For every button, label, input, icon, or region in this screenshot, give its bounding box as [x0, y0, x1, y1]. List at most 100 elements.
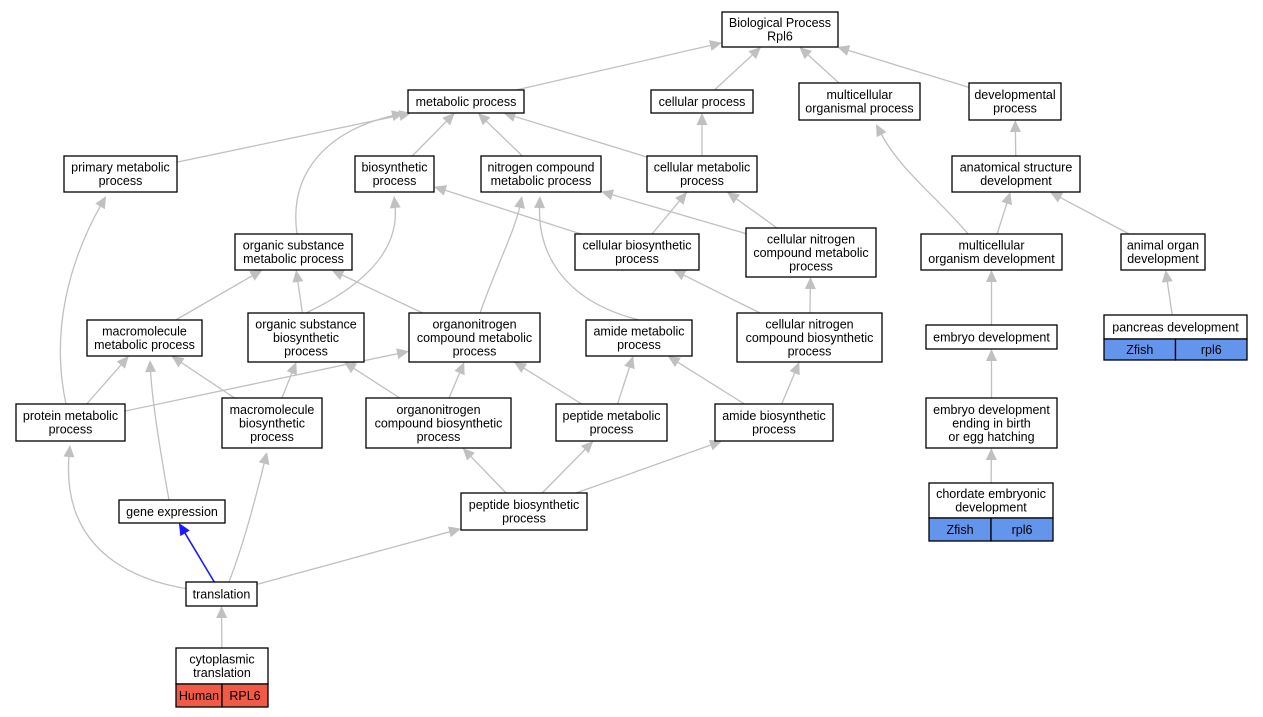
arrowhead [1001, 192, 1012, 206]
edge-peptidebio-to-peptidemeta [541, 441, 594, 494]
arrowhead [216, 606, 228, 619]
arrowhead [673, 270, 687, 281]
node-box [714, 403, 834, 442]
edge-cellnitrobio-to-cellbiosyn [673, 270, 761, 314]
edge-layer [59, 40, 1173, 649]
node-label: multicellular [959, 239, 1025, 253]
arrowhead [343, 362, 358, 374]
edge-line [175, 274, 254, 321]
arrowhead [709, 40, 722, 51]
species-tag-label: RPL6 [229, 689, 260, 703]
edge-embryo-to-mcdev [986, 270, 997, 325]
node-box [736, 312, 883, 363]
edge-line [256, 530, 452, 585]
edge-line [806, 53, 840, 84]
node-geneexp[interactable]: gene expression [118, 499, 226, 524]
edge-line [714, 53, 755, 91]
node-box [1103, 314, 1248, 340]
arrowhead [462, 448, 475, 461]
edge-line [541, 447, 587, 494]
edge-geneexp-to-macromol [145, 360, 170, 501]
edge-orgsubbio-to-organicsub [292, 270, 304, 314]
edge-line [340, 273, 423, 314]
edge-line [675, 360, 745, 405]
node-label: organonitrogen [396, 403, 480, 417]
node-cellular[interactable]: cellular process [650, 89, 754, 114]
arrowhead [837, 45, 851, 56]
node-label: peptide biosynthetic [469, 498, 580, 512]
edge-path [295, 114, 395, 235]
edge-line [734, 197, 778, 229]
node-label: compound biosynthetic [375, 416, 503, 430]
node-metabolic[interactable]: metabolic process [407, 89, 525, 114]
edge-cellmeta-to-metabolic [503, 111, 648, 158]
node-box [365, 397, 512, 449]
edge-line [469, 454, 507, 494]
node-label: pancreas development [1112, 320, 1239, 334]
edge-line [781, 370, 797, 405]
edge-cellnitrobio-to-cellnitro [804, 277, 816, 314]
node-label: embryo development [933, 403, 1050, 417]
arrowhead [513, 362, 528, 374]
node-translation[interactable]: translation [185, 581, 258, 607]
node-box [221, 397, 323, 449]
node-box [247, 312, 365, 363]
edge-amidebio-to-cellnitrobio [781, 362, 800, 405]
edge-organicsub-to-metabolic [295, 110, 404, 235]
node-label: process [680, 174, 724, 188]
arrowhead [447, 526, 461, 538]
species-tag-cell [1174, 338, 1248, 361]
edge-line [352, 366, 401, 399]
species-tag-label: rpl6 [1012, 523, 1033, 537]
node-label: animal organ [1127, 239, 1199, 253]
node-label: organismal process [805, 102, 913, 116]
edge-line [651, 199, 682, 235]
node-box [585, 319, 693, 357]
arrowhead [116, 356, 129, 369]
edge-chordate-to-embryobirth [985, 448, 997, 484]
edge-line [610, 193, 747, 235]
edge-amidemeta-to-nitrogen [534, 196, 640, 321]
edge-path [59, 204, 102, 405]
node-label: metabolic process [94, 338, 195, 352]
node-label: multicellular [827, 88, 893, 102]
edge-line [681, 273, 761, 314]
node-embryo[interactable]: embryo development [925, 324, 1058, 350]
arrowhead [258, 452, 270, 465]
node-box [354, 155, 435, 193]
node-label: gene expression [126, 505, 218, 519]
node-box [798, 82, 921, 121]
edge-line [512, 115, 648, 158]
node-label: translation [193, 666, 251, 680]
edge-primary-to-metabolic [176, 110, 412, 163]
arrowhead [331, 270, 345, 281]
